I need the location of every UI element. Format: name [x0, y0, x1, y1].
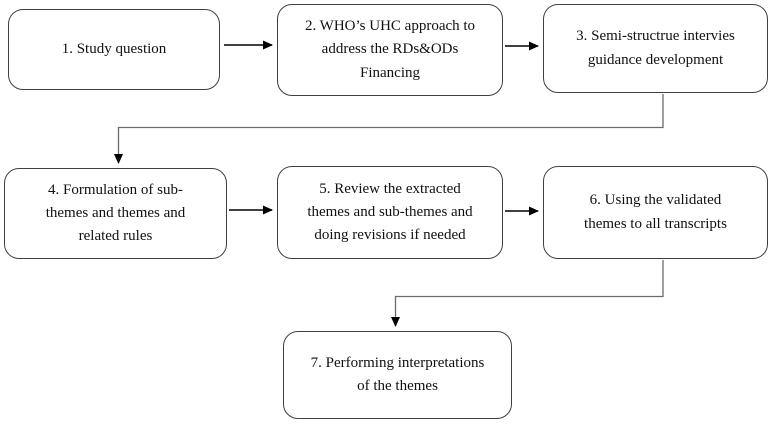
flow-box-4-label: 4. Formulation of sub- themes and themes… [45, 181, 186, 245]
flow-box-2-who-uhc-approach: 2. WHO’s UHC approach to address the RDs… [277, 4, 503, 96]
flow-box-1-study-question: 1. Study question [8, 9, 220, 90]
flow-box-6-label: 6. Using the validated themes to all tra… [584, 192, 727, 232]
elbow-arrow-6-to-7 [391, 260, 664, 327]
elbow-arrow-3-to-4 [114, 94, 664, 164]
flow-box-1-label: 1. Study question [61, 40, 167, 57]
flow-box-3-label: 3. Semi-structrue intervies guidance dev… [576, 28, 735, 68]
flow-box-4-formulation-subthemes: 4. Formulation of sub- themes and themes… [4, 168, 227, 259]
flow-box-3-semi-structured-interviews: 3. Semi-structrue intervies guidance dev… [543, 4, 768, 93]
flow-box-2-label: 2. WHO’s UHC approach to address the RDs… [304, 18, 476, 81]
flow-box-7-label: 7. Performing interpretations of the the… [310, 354, 485, 394]
flow-box-5-label: 5. Review the extracted themes and sub-t… [307, 180, 473, 244]
flow-box-7-performing-interpretations: 7. Performing interpretations of the the… [283, 331, 512, 419]
flow-box-6-using-validated-themes: 6. Using the validated themes to all tra… [543, 166, 768, 259]
flow-box-5-review-extracted-themes: 5. Review the extracted themes and sub-t… [277, 166, 503, 259]
